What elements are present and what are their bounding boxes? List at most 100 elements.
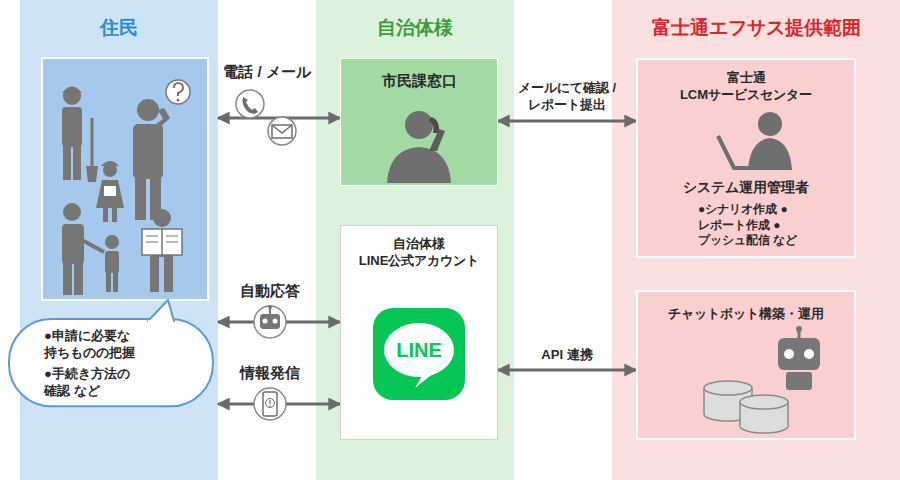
column-ground [612,0,900,480]
drawing-part [177,99,180,102]
drawing-part [236,90,264,118]
column-ground [20,0,218,480]
drawing-part [62,87,82,94]
drawing-part [269,405,271,407]
drawing-part [63,146,71,180]
window-box: 市民課窓口 [340,58,498,186]
drawing-part [133,124,163,179]
node-text: ●シナリオ作成 ●レポート作成 ●プッシュ配信 など [698,202,848,249]
edge-label-holder: 自動応答 [240,281,300,301]
drawing-part [266,399,275,408]
drawing-part [704,381,788,433]
drawing-part [106,272,111,292]
drawing-part [272,125,292,138]
drawing-part [9,319,213,406]
drawing-part [778,338,820,370]
column-ground [316,0,514,480]
drawing-part [784,349,794,359]
phone-icon [236,90,264,118]
connector-arrow [498,369,636,372]
drawing-part [269,400,270,404]
drawing-part [146,242,158,243]
drawing-part [254,306,286,338]
drawing-part [260,314,280,329]
drawing-part [74,263,83,295]
drawing-part [718,136,788,168]
line-logo: LINE [373,308,465,400]
drawing-part [153,209,171,227]
robot-icon [254,305,286,338]
drawing-part [148,300,174,321]
edge-label: 情報発信 [240,363,300,383]
node-text: 市民課窓口 [341,71,497,91]
drawing-part [740,395,788,409]
drawing-part [105,235,119,249]
drawing-part [748,138,792,170]
drawing-part [164,256,173,292]
column-band: 住民●申請に必要な 持ちものの把握●手続き方法の 確認 など [20,0,218,480]
drawing-part [166,80,190,104]
drawing-part [146,236,158,237]
drawing-part [263,319,268,324]
chatbot-box: チャットボット構築・運用 [636,290,856,440]
drawing-part [268,305,272,309]
node-text: ●手続き方法の 確認 など [44,366,156,400]
drawing-part [243,97,259,114]
drawing-part [91,118,94,168]
line-account-box: 自治体様 LINE公式アカウントLINE [340,225,498,440]
drawing-part [166,242,178,243]
column-band: 自治体様市民課窓口自治体様 LINE公式アカウントLINE [316,0,514,480]
drawing-part [804,349,814,359]
drawing-part [758,112,782,136]
drawing-part [96,180,124,208]
edge-label-holder: メールにて確認 / レポート提出 [511,80,623,114]
mail-icon [268,117,296,145]
drawing-part [429,117,439,133]
edge-label: 電話 / メール [223,62,311,82]
connector-arrow [498,120,636,123]
drawing-part [135,178,146,220]
drawing-part [415,372,435,388]
drawing-part [62,224,84,264]
drawing-part [263,392,277,416]
drawing-part [161,229,163,255]
node-text: 富士通エフサス提供範囲 [612,16,900,41]
drawing-part [137,99,159,121]
drawing-part [156,108,170,128]
edge-label: 自動応答 [240,281,300,301]
drawing-part [254,388,286,420]
node-text: チャットボット構築・運用 [638,306,854,323]
drawing-part [101,161,119,166]
drawing-part [63,263,72,295]
drawing-part [103,208,108,222]
drawing-part [268,117,296,145]
edge-label: API 連携 [541,347,592,364]
edge-label: メールにて確認 / レポート提出 [511,80,623,114]
drawing-part [86,166,98,182]
edge-label-holder: 情報発信 [240,363,300,383]
node-text: 富士通 LCMサービスセンター [671,70,821,104]
speech-bubble: ●申請に必要な 持ちものの把握●手続き方法の 確認 など [8,318,214,408]
drawing-part [387,147,451,183]
drawing-part [786,372,812,390]
drawing-part [272,125,292,133]
drawing-part [105,251,119,273]
drawing-part [142,229,182,255]
column-band: 富士通エフサス提供範囲富士通 LCMサービスセンターシステム運用管理者●シナリオ… [612,0,900,480]
drawing-part [112,208,117,222]
illustration-panel [42,58,208,300]
node-text: 自治体様 [316,16,514,41]
drawing-part [273,319,278,324]
smartphone-icon [254,388,286,420]
drawing-part [73,146,81,180]
drawing-part [82,240,104,252]
drawing-part [150,256,159,292]
node-text: LINE [373,339,465,361]
edge-label-holder: API 連携 [541,347,592,364]
drawing-part [63,87,81,105]
drawing-part [104,186,116,196]
edge-label-holder: 電話 / メール [223,62,311,82]
drawing-part [62,107,82,147]
service-center-box: 富士通 LCMサービスセンターシステム運用管理者●シナリオ作成 ●レポート作成 … [636,58,856,258]
drawing-part [63,203,81,221]
